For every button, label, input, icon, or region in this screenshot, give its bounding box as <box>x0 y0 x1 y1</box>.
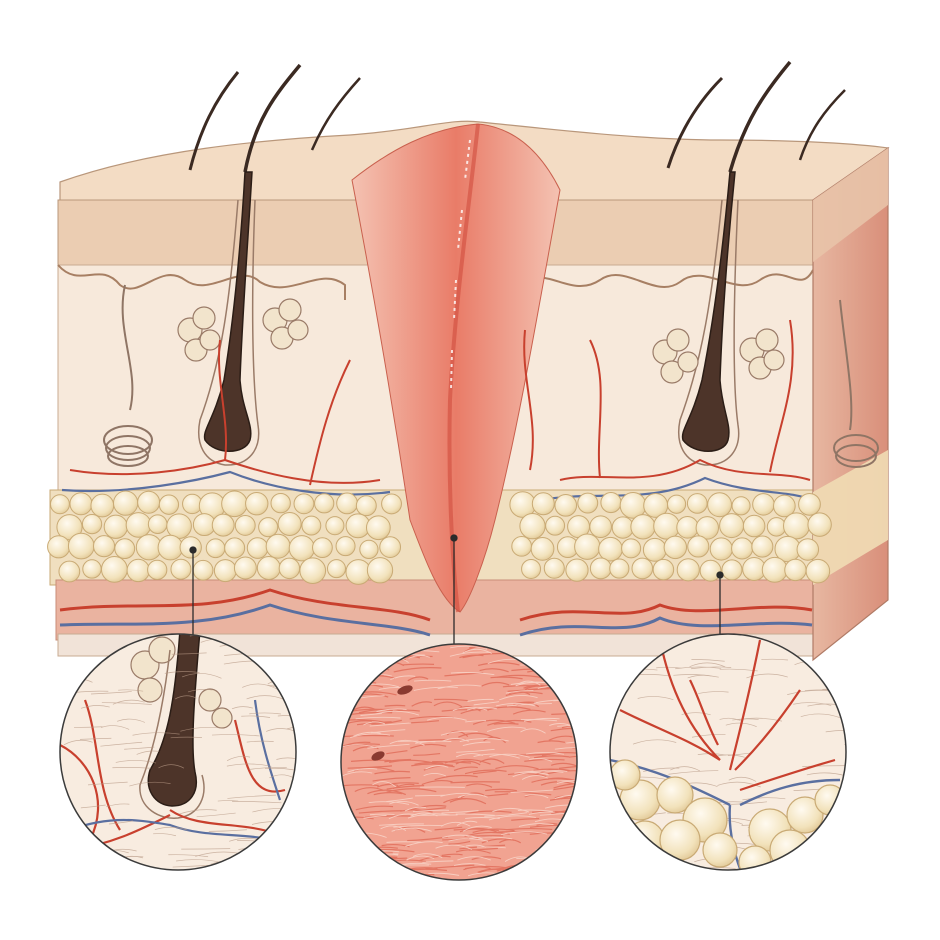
leader-dot-left <box>189 546 197 554</box>
leader-dot-right <box>716 571 724 579</box>
inset-fat-vessels <box>609 633 847 871</box>
dermal-arteries <box>69 319 811 486</box>
scar-tissue-wedge <box>351 123 561 613</box>
hair-shaft-4 <box>666 76 724 169</box>
hair-shaft-2 <box>243 63 302 173</box>
follicle-sheath-right <box>678 199 740 466</box>
hair-shaft-1 <box>188 71 240 171</box>
skin-block <box>47 60 890 662</box>
hair-shaft-3 <box>310 77 361 151</box>
follicle-sheath-left <box>198 199 260 466</box>
sebaceous-gland-left-1 <box>177 306 221 362</box>
leader-dot-middle <box>450 534 458 542</box>
fat-globules <box>47 490 832 585</box>
inset-hair-follicle <box>59 633 297 871</box>
dermal-papillae-boundary <box>57 264 814 300</box>
side-epidermis <box>813 148 888 262</box>
deep-vessels <box>59 588 813 637</box>
sweat-gland-right <box>833 299 879 468</box>
leader-lines <box>189 534 724 645</box>
sweat-gland-left <box>103 284 153 467</box>
side-fat <box>813 450 888 585</box>
sebaceous-gland-left-2 <box>262 298 309 350</box>
inset-scar-collagen <box>340 643 578 881</box>
hair-follicle-left <box>203 171 253 452</box>
hair-shaft-6 <box>798 89 846 161</box>
sebaceous-gland-right-2 <box>739 328 785 380</box>
scar-core-line <box>447 123 480 613</box>
sebaceous-gland-right-1 <box>652 328 699 384</box>
hair-follicle-right <box>681 171 736 452</box>
hair-shaft-5 <box>728 60 792 173</box>
